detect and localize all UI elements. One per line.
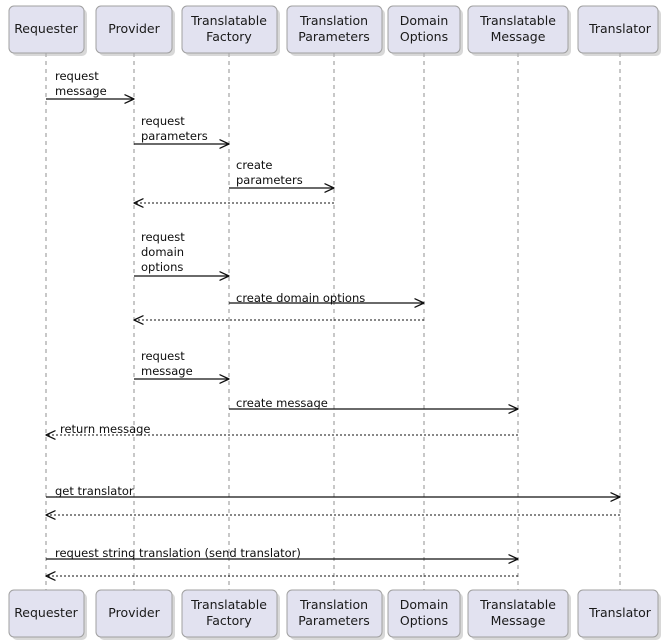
arrowhead-icon <box>219 139 230 149</box>
arrowhead-icon <box>45 510 56 520</box>
participant-label: Provider <box>108 605 160 620</box>
message-m12[interactable] <box>45 510 620 520</box>
participant-label: Factory <box>206 29 252 44</box>
participant-box[interactable] <box>387 589 461 638</box>
message-label: create domain options <box>236 291 365 305</box>
participant-label: Translatable <box>190 597 267 612</box>
participant-requester-header[interactable]: Requester <box>8 5 87 56</box>
message-label: domain <box>141 245 184 259</box>
arrowhead-icon <box>508 404 519 414</box>
arrowhead-icon <box>45 571 56 581</box>
participant-label: Message <box>491 613 546 628</box>
message-m14[interactable] <box>45 571 518 581</box>
participant-label: Translator <box>588 605 652 620</box>
participant-provider-footer[interactable]: Provider <box>95 589 175 640</box>
message-label: create <box>236 158 273 172</box>
arrowhead-icon <box>508 554 519 564</box>
message-m4[interactable] <box>133 198 334 208</box>
arrowhead-icon <box>219 271 230 281</box>
participant-box[interactable] <box>181 5 278 54</box>
participant-label: Requester <box>14 605 78 620</box>
participant-label: Translation <box>299 13 368 28</box>
message-label: request string translation (send transla… <box>55 546 301 560</box>
participant-box[interactable] <box>181 589 278 638</box>
participant-requester-footer[interactable]: Requester <box>8 589 87 640</box>
arrowhead-icon <box>610 492 621 502</box>
participant-translator-footer[interactable]: Translator <box>577 589 661 640</box>
participant-label: Domain <box>400 13 449 28</box>
participant-label: Message <box>491 29 546 44</box>
participant-box[interactable] <box>95 589 173 638</box>
message-m9[interactable]: create message <box>229 396 519 414</box>
participant-box[interactable] <box>286 5 383 54</box>
lifelines-layer <box>45 53 621 590</box>
participant-label: Provider <box>108 21 160 36</box>
arrowhead-icon <box>324 183 335 193</box>
participant-label: Translation <box>299 597 368 612</box>
participant-label: Translatable <box>479 13 556 28</box>
arrowhead-icon <box>124 94 135 104</box>
participant-translator-header[interactable]: Translator <box>577 5 661 56</box>
participant-box[interactable] <box>95 5 173 54</box>
participant-label: Parameters <box>298 613 370 628</box>
participant-box[interactable] <box>8 589 85 638</box>
message-m11[interactable]: get translator <box>46 484 621 502</box>
message-label: options <box>141 260 183 274</box>
message-m6[interactable]: create domain options <box>229 291 425 308</box>
participant-label: Options <box>400 29 448 44</box>
message-m7[interactable] <box>133 315 424 325</box>
participant-label: Parameters <box>298 29 370 44</box>
arrowhead-icon <box>414 298 425 308</box>
participant-label: Requester <box>14 21 78 36</box>
participant-box[interactable] <box>577 5 659 54</box>
participant-box[interactable] <box>8 5 85 54</box>
message-label: parameters <box>236 173 303 187</box>
participant-box[interactable] <box>467 589 569 638</box>
participant-label: Translatable <box>190 13 267 28</box>
message-label: parameters <box>141 129 208 143</box>
participant-box[interactable] <box>387 5 461 54</box>
message-label: get translator <box>55 484 134 498</box>
message-label: request <box>141 114 185 128</box>
message-m10[interactable]: return message <box>45 422 518 440</box>
arrowhead-icon <box>45 430 56 440</box>
messages-layer: requestmessagerequestparameterscreatepar… <box>45 69 621 581</box>
message-label: message <box>55 84 107 98</box>
message-m13[interactable]: request string translation (send transla… <box>46 546 519 564</box>
participant-label: Factory <box>206 613 252 628</box>
message-label: create message <box>236 396 328 410</box>
arrowhead-icon <box>133 315 144 325</box>
arrowhead-icon <box>133 198 144 208</box>
arrowhead-icon <box>219 374 230 384</box>
message-label: message <box>141 364 193 378</box>
participant-label: Translator <box>588 21 652 36</box>
participant-label: Options <box>400 613 448 628</box>
message-label: request <box>141 230 185 244</box>
participant-box[interactable] <box>577 589 659 638</box>
participant-label: Translatable <box>479 597 556 612</box>
participant-box[interactable] <box>286 589 383 638</box>
participant-box[interactable] <box>467 5 569 54</box>
message-label: return message <box>60 422 151 436</box>
message-label: request <box>141 349 185 363</box>
message-label: request <box>55 69 99 83</box>
participant-label: Domain <box>400 597 449 612</box>
participant-provider-header[interactable]: Provider <box>95 5 175 56</box>
